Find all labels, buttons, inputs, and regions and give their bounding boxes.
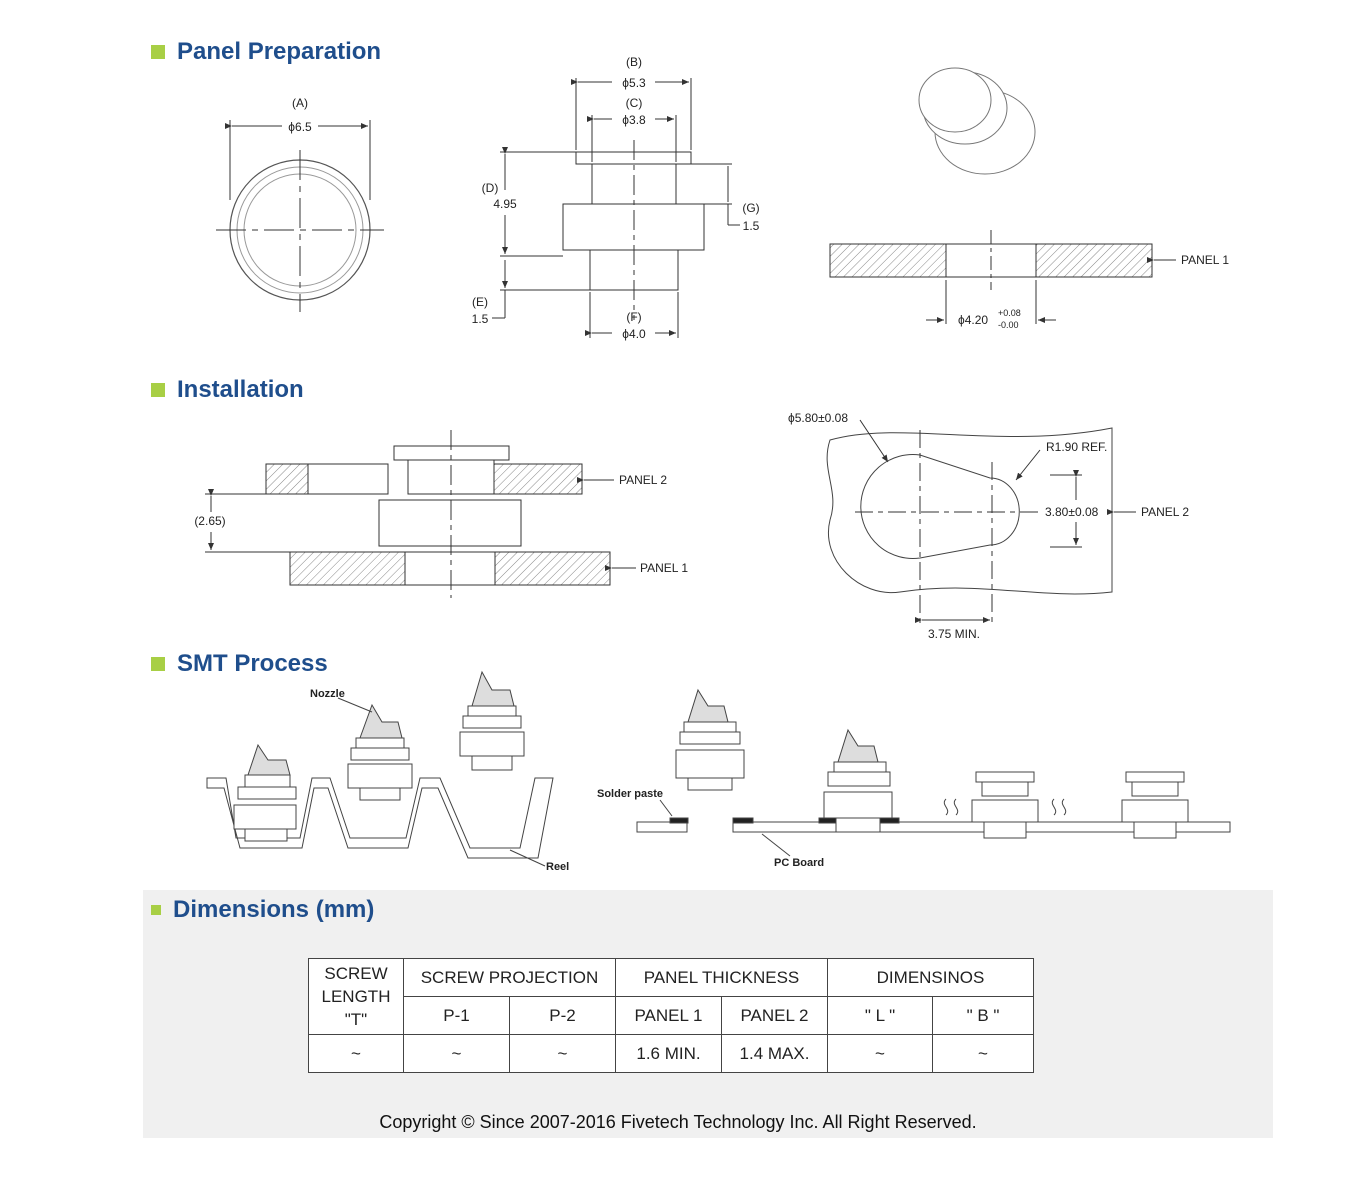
table-row: ~ ~ ~ 1.6 MIN. 1.4 MAX. ~ ~ bbox=[308, 1034, 1034, 1073]
section-title: SMT Process bbox=[177, 650, 328, 677]
install-radius: R1.90 REF. bbox=[1046, 440, 1107, 454]
header-panel2: PANEL 2 bbox=[721, 996, 828, 1035]
hole-tol-minus: -0.00 bbox=[998, 320, 1019, 330]
header-screw-projection: SCREW PROJECTION bbox=[403, 958, 616, 997]
section-title: Installation bbox=[177, 376, 304, 403]
dimensions-table: SCREW LENGTH "T" SCREW PROJECTION PANEL … bbox=[308, 958, 1034, 1073]
smt-reel-drawing bbox=[206, 670, 554, 867]
dim-e-value: 1.5 bbox=[472, 312, 489, 326]
install-dia: ϕ5.80±0.08 bbox=[788, 411, 848, 425]
header-p2: P-2 bbox=[509, 996, 616, 1035]
table-cell: ~ bbox=[403, 1034, 510, 1073]
smt-nozzle-label: Nozzle bbox=[310, 688, 345, 700]
dim-d-value: 4.95 bbox=[493, 197, 517, 211]
table-cell: ~ bbox=[932, 1034, 1034, 1073]
install-min: 3.75 MIN. bbox=[928, 627, 980, 641]
hole-dia-value: ϕ4.20 bbox=[958, 313, 988, 327]
hole-tol-plus: +0.08 bbox=[998, 308, 1021, 318]
header-text: LENGTH bbox=[321, 987, 391, 1006]
install-panel1-label: PANEL 1 bbox=[640, 561, 688, 575]
section-panel-preparation: Panel Preparation bbox=[151, 38, 381, 66]
header-dimensinos: DIMENSINOS bbox=[827, 958, 1034, 997]
install-gap: (2.65) bbox=[194, 514, 225, 528]
section-dimensions: Dimensions (mm) bbox=[151, 896, 374, 924]
table-cell: 1.6 MIN. bbox=[615, 1034, 722, 1073]
side-view-drawing bbox=[492, 78, 740, 338]
install-panel2-label: PANEL 2 bbox=[619, 473, 667, 487]
keyhole-drawing bbox=[826, 419, 1136, 625]
install-slot: 3.80±0.08 bbox=[1045, 505, 1099, 519]
header-panel-thickness: PANEL THICKNESS bbox=[615, 958, 828, 997]
bullet-square-icon bbox=[151, 657, 165, 671]
header-p1: P-1 bbox=[403, 996, 510, 1035]
dim-a-value: ϕ6.5 bbox=[288, 120, 312, 134]
isometric-part-drawing bbox=[918, 67, 1036, 175]
dim-c-value: ϕ3.8 bbox=[622, 113, 646, 127]
smt-reel-label: Reel bbox=[546, 861, 569, 873]
install-panel2-right: PANEL 2 bbox=[1141, 505, 1189, 519]
bullet-square-icon bbox=[151, 905, 161, 915]
technical-drawings: (A) ϕ6.5 bbox=[194, 55, 1231, 873]
table-cell: ~ bbox=[308, 1034, 404, 1073]
dim-g-value: 1.5 bbox=[743, 219, 760, 233]
panel1-label: PANEL 1 bbox=[1181, 253, 1229, 267]
header-text: "T" bbox=[344, 1010, 368, 1029]
section-installation: Installation bbox=[151, 376, 304, 404]
section-smt-process: SMT Process bbox=[151, 650, 328, 678]
header-l: " L " bbox=[827, 996, 933, 1035]
table-subheader-row: P-1 P-2 PANEL 1 PANEL 2 " L " " B " bbox=[309, 996, 1034, 1035]
copyright-text: Copyright © Since 2007-2016 Fivetech Tec… bbox=[379, 1112, 977, 1132]
dim-e-label: (E) bbox=[472, 295, 488, 309]
table-cell: 1.4 MAX. bbox=[721, 1034, 828, 1073]
installation-side-drawing bbox=[205, 430, 636, 598]
dim-b-value: ϕ5.3 bbox=[622, 76, 646, 90]
dim-a-label: (A) bbox=[292, 96, 308, 110]
smt-solder-paste-label: Solder paste bbox=[597, 788, 663, 800]
header-text: SCREW bbox=[324, 964, 388, 983]
table-cell: ~ bbox=[509, 1034, 616, 1073]
panel-hole-drawing bbox=[829, 230, 1176, 324]
dim-c-label: (C) bbox=[626, 96, 643, 110]
table-header-row: SCREW LENGTH "T" SCREW PROJECTION PANEL … bbox=[308, 958, 1034, 1035]
smt-board-drawing bbox=[636, 688, 1231, 857]
header-screw-length: SCREW LENGTH "T" bbox=[308, 958, 404, 1035]
bullet-square-icon bbox=[151, 45, 165, 59]
header-b: " B " bbox=[932, 996, 1034, 1035]
section-title: Panel Preparation bbox=[177, 38, 382, 65]
header-panel1: PANEL 1 bbox=[615, 996, 722, 1035]
dim-b-label: (B) bbox=[626, 55, 642, 69]
table-cell: ~ bbox=[827, 1034, 933, 1073]
dim-f-value: ϕ4.0 bbox=[622, 327, 646, 341]
dim-g-label: (G) bbox=[742, 201, 759, 215]
section-title: Dimensions (mm) bbox=[173, 896, 375, 923]
smt-pc-board-label: PC Board bbox=[774, 857, 824, 869]
bullet-square-icon bbox=[151, 383, 165, 397]
top-view-drawing bbox=[216, 120, 384, 312]
dim-d-label: (D) bbox=[482, 181, 499, 195]
dim-f-label: (F) bbox=[626, 310, 641, 324]
